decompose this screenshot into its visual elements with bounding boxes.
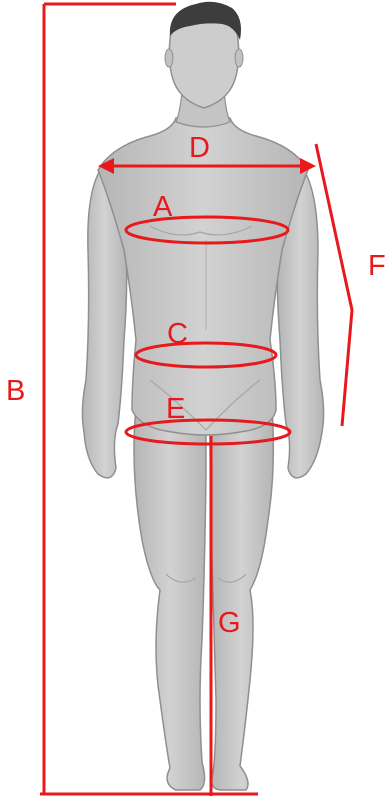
left-leg (134, 408, 206, 790)
label-d: D (189, 132, 210, 164)
label-a: A (153, 191, 173, 223)
label-c: C (167, 318, 188, 350)
label-b: B (6, 375, 25, 407)
label-e: E (166, 393, 185, 425)
right-leg (210, 408, 273, 790)
label-g: G (218, 607, 241, 639)
human-figure (82, 2, 323, 790)
label-f: F (368, 250, 386, 282)
